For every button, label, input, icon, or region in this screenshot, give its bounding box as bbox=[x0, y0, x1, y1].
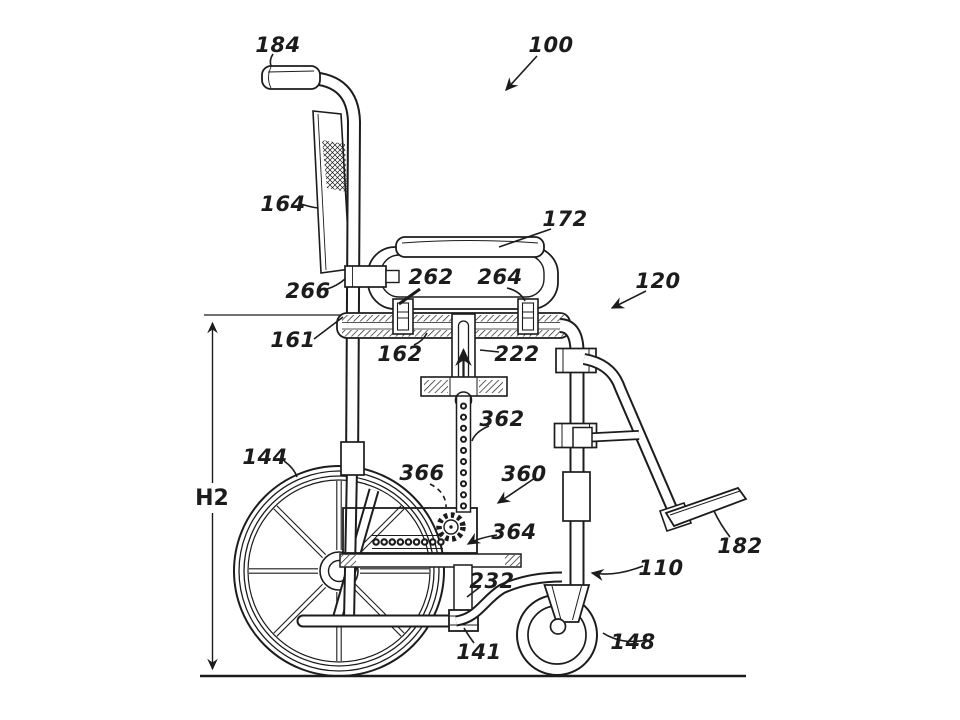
height-adjust-mechanism bbox=[342, 507, 478, 554]
leader-lines bbox=[269, 53, 731, 644]
ref-label-222: 222 bbox=[494, 342, 539, 366]
mechanism-mount-plate bbox=[339, 553, 522, 568]
leader-141 bbox=[463, 627, 475, 644]
ref-label-148: 148 bbox=[610, 630, 655, 654]
leader-262 bbox=[398, 287, 421, 306]
ref-label-100: 100 bbox=[528, 33, 573, 57]
ref-label-110: 110 bbox=[638, 556, 683, 580]
ref-label-360: 360 bbox=[501, 462, 546, 486]
leader-144 bbox=[283, 460, 298, 478]
rear-wheel bbox=[233, 465, 445, 677]
wheel-spoke bbox=[360, 568, 429, 574]
leader-arrow-360 bbox=[496, 477, 536, 504]
lower-frame bbox=[296, 467, 522, 632]
caster-axle bbox=[549, 618, 567, 635]
reference-labels: 184 100 164 172 266 262 264 161 162 222 … bbox=[195, 33, 762, 664]
leader-164 bbox=[300, 203, 319, 209]
ref-label-164: 164 bbox=[260, 192, 305, 216]
leader-222 bbox=[479, 349, 500, 353]
leader-arrow-120 bbox=[610, 290, 647, 309]
ref-label-182: 182 bbox=[717, 534, 762, 558]
leader-232 bbox=[466, 586, 481, 598]
seat-cushion bbox=[395, 236, 545, 258]
footrest-hanger bbox=[583, 355, 677, 513]
gear-housing bbox=[342, 507, 478, 554]
leader-266 bbox=[326, 278, 346, 290]
leader-arrow-100 bbox=[505, 55, 538, 92]
rear-post-lower bbox=[345, 467, 356, 622]
backrest-panel bbox=[312, 110, 351, 274]
seat-clamp-264 bbox=[517, 298, 539, 335]
seat-clamp-262 bbox=[392, 298, 414, 335]
leader-264 bbox=[506, 287, 526, 302]
push-handle-grip bbox=[261, 65, 321, 90]
ref-label-364: 364 bbox=[491, 520, 536, 544]
leader-172 bbox=[498, 228, 552, 248]
rear-post-sleeve bbox=[340, 441, 365, 476]
dimension-label-h2: H2 bbox=[195, 486, 229, 511]
ref-label-120: 120 bbox=[635, 269, 680, 293]
ref-label-264: 264 bbox=[477, 265, 522, 289]
ref-label-366: 366 bbox=[399, 461, 444, 485]
ref-label-266: 266 bbox=[285, 279, 330, 303]
leader-arrow-364 bbox=[466, 532, 498, 545]
leader-162 bbox=[413, 332, 428, 346]
leader-184 bbox=[269, 53, 274, 67]
leader-362 bbox=[471, 425, 490, 442]
leader-366-dashed bbox=[429, 483, 447, 508]
ref-label-141: 141 bbox=[456, 640, 501, 664]
leader-148 bbox=[602, 632, 647, 643]
ref-label-362: 362 bbox=[479, 407, 524, 431]
leader-arrow-110 bbox=[590, 565, 644, 581]
ref-label-262: 262 bbox=[408, 265, 453, 289]
leader-161 bbox=[313, 316, 344, 340]
footplate bbox=[664, 486, 748, 528]
back-post-bracket bbox=[344, 265, 387, 288]
lower-front-tube bbox=[455, 573, 563, 625]
upper-frame bbox=[261, 65, 748, 635]
leader-182 bbox=[713, 510, 731, 538]
ref-label-162: 162 bbox=[377, 342, 422, 366]
caster-fork bbox=[543, 584, 591, 623]
backrest-hatch-patch bbox=[322, 140, 347, 192]
ref-label-161: 161 bbox=[270, 328, 315, 352]
ref-label-184: 184 bbox=[255, 33, 300, 57]
ref-label-144: 144 bbox=[242, 445, 287, 469]
h2-dimension bbox=[204, 314, 346, 671]
ref-label-232: 232 bbox=[469, 569, 514, 593]
ref-label-172: 172 bbox=[542, 207, 587, 231]
front-post-sleeve bbox=[562, 471, 591, 522]
